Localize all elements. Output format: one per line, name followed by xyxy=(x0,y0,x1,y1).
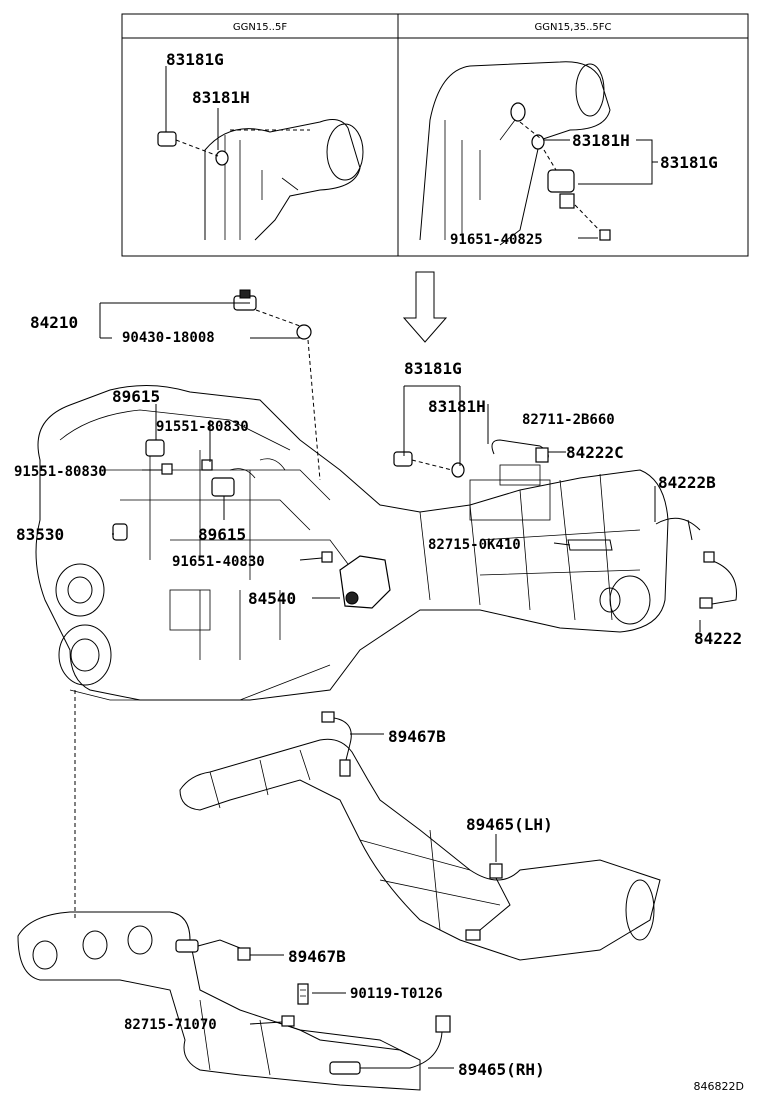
label-89467B-bottom: 89467B xyxy=(288,947,346,966)
label-82715-71070: 82715-71070 xyxy=(124,1017,217,1033)
sensor-89467B-bottom xyxy=(175,939,251,961)
label-84222C: 84222C xyxy=(566,443,624,462)
label-inset-right-91651-40825: 91651-40825 xyxy=(450,232,543,248)
seal-83181H xyxy=(451,462,465,478)
label-89465-RH: 89465(RH) xyxy=(458,1060,545,1079)
engine-transmission-assembly xyxy=(35,385,669,701)
sensor-89467B-top xyxy=(321,711,352,777)
label-inset-left-83181H: 83181H xyxy=(192,88,250,107)
sensor-84222 xyxy=(709,559,737,605)
sensor-84222-head xyxy=(699,597,713,609)
switch-84540 xyxy=(339,555,391,609)
variant-inset: GGN15..5F GGN15,35..5FC 83181G 83181H xyxy=(121,13,749,257)
exhaust-lh xyxy=(179,738,661,961)
label-91551-80830-b: 91551-80830 xyxy=(14,464,107,480)
label-89467B-top: 89467B xyxy=(388,727,446,746)
bolt-90119-T0126 xyxy=(297,983,309,1005)
label-90430-18008: 90430-18008 xyxy=(122,330,215,346)
label-82711-2B660: 82711-2B660 xyxy=(522,412,615,428)
bolt-91551-80830-b xyxy=(161,463,173,475)
label-inset-right-83181G: 83181G xyxy=(660,153,718,172)
label-89465-LH: 89465(LH) xyxy=(466,815,553,834)
label-84222B: 84222B xyxy=(658,473,716,492)
label-91651-40830: 91651-40830 xyxy=(172,554,265,570)
label-83181G: 83181G xyxy=(404,359,462,378)
bracket-82715-71070 xyxy=(275,1015,411,1056)
leader-82715-71070 xyxy=(249,1021,283,1025)
sensor-89465-LH xyxy=(465,863,511,941)
inset-left-header: GGN15..5F xyxy=(233,22,287,33)
sensor-83181G xyxy=(393,451,413,467)
sensor-89615-bottom xyxy=(211,477,235,497)
label-89615-bottom: 89615 xyxy=(198,525,246,544)
harness-84222B xyxy=(655,517,701,541)
label-91551-80830-a: 91551-80830 xyxy=(156,419,249,435)
label-83530: 83530 xyxy=(16,525,64,544)
bolt-91551-80830-a xyxy=(201,459,213,471)
label-inset-left-83181G: 83181G xyxy=(166,50,224,69)
connector-84222 xyxy=(703,551,715,563)
bolt-91651-40830 xyxy=(321,551,333,563)
inset-left-transmission xyxy=(157,119,364,241)
label-89615-top: 89615 xyxy=(112,387,160,406)
label-84540: 84540 xyxy=(248,589,296,608)
gasket-90430-18008 xyxy=(296,324,312,340)
sensor-84210 xyxy=(233,289,257,311)
install-line-84210 xyxy=(255,309,321,481)
leaders-main xyxy=(99,302,701,632)
label-83181H: 83181H xyxy=(428,397,486,416)
inset-right-header: GGN15,35..5FC xyxy=(534,22,611,33)
label-84222: 84222 xyxy=(694,629,742,648)
label-84210: 84210 xyxy=(30,313,78,332)
inset-right-transmission xyxy=(419,61,611,246)
install-line-83181 xyxy=(411,459,453,471)
label-inset-right-83181H: 83181H xyxy=(572,131,630,150)
illustration-ref-code: 846822D xyxy=(694,1080,744,1093)
exhaust-rh xyxy=(17,911,421,1091)
knock-sensor-83530 xyxy=(112,523,128,541)
sensor-89615-top xyxy=(145,439,165,457)
label-82715-0K410: 82715-0K410 xyxy=(428,537,521,553)
sensor-89465-RH xyxy=(329,1015,451,1075)
view-arrow xyxy=(402,271,448,343)
label-90119-T0126: 90119-T0126 xyxy=(350,986,443,1002)
connector-84222C xyxy=(535,447,549,463)
bracket-82715-0K410 xyxy=(567,539,613,551)
